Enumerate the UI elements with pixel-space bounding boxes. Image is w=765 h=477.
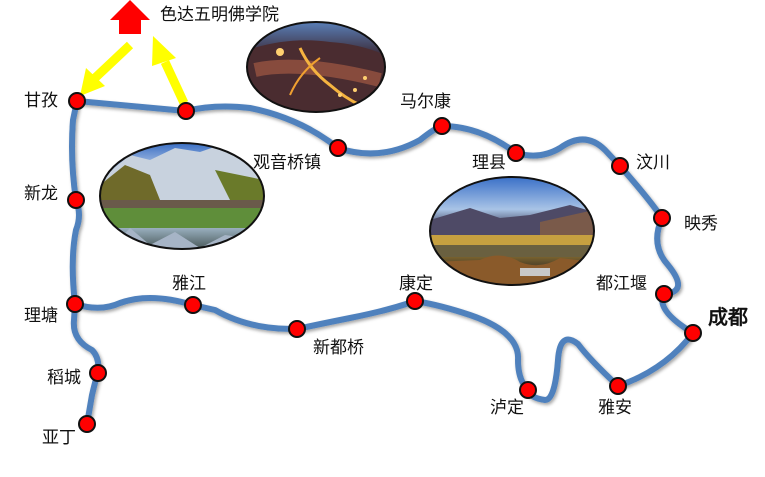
stop-label: 亚丁 <box>42 428 76 448</box>
stop-node <box>68 92 86 110</box>
stop-label: 新龙 <box>24 184 58 204</box>
stop-label: 泸定 <box>490 398 524 418</box>
stop-node <box>684 324 702 342</box>
yellow-pointer-left-icon <box>80 41 134 96</box>
stop-node <box>78 415 96 433</box>
stop-label: 映秀 <box>684 214 718 234</box>
stop-label: 甘孜 <box>24 91 58 111</box>
stop-label: 雅安 <box>598 398 632 418</box>
stop-label: 成都 <box>708 305 748 329</box>
stop-node <box>653 209 671 227</box>
stop-node <box>67 191 85 209</box>
destination-arrow-icon <box>110 0 150 34</box>
valley-autumn-photo <box>429 176 595 286</box>
stop-label: 稻城 <box>47 368 81 388</box>
yellow-pointer-up-icon <box>152 36 189 105</box>
stop-node <box>655 285 673 303</box>
stop-node <box>329 139 347 157</box>
stop-node <box>288 320 306 338</box>
stop-node <box>177 102 195 120</box>
stop-node <box>89 364 107 382</box>
stop-node <box>507 144 525 162</box>
stop-node <box>66 295 84 313</box>
stop-node <box>609 377 627 395</box>
stop-label: 都江堰 <box>596 274 647 294</box>
stop-label: 理塘 <box>24 306 58 326</box>
stop-node <box>611 157 629 175</box>
stop-label: 汶川 <box>636 153 670 173</box>
stop-label: 理县 <box>472 153 506 173</box>
stop-label: 雅江 <box>172 274 206 294</box>
larung-gar-photo <box>246 21 386 113</box>
stop-node <box>433 117 451 135</box>
destination-label: 色达五明佛学院 <box>160 5 279 25</box>
stop-label: 康定 <box>399 274 433 294</box>
stop-node <box>184 296 202 314</box>
stop-label: 新都桥 <box>313 338 364 358</box>
snow-mountain-lake-photo <box>99 142 265 250</box>
stop-node <box>519 381 537 399</box>
stop-node <box>406 292 424 310</box>
route-stops <box>66 92 702 433</box>
stop-label: 观音桥镇 <box>253 153 321 173</box>
stop-label: 马尔康 <box>400 92 451 112</box>
